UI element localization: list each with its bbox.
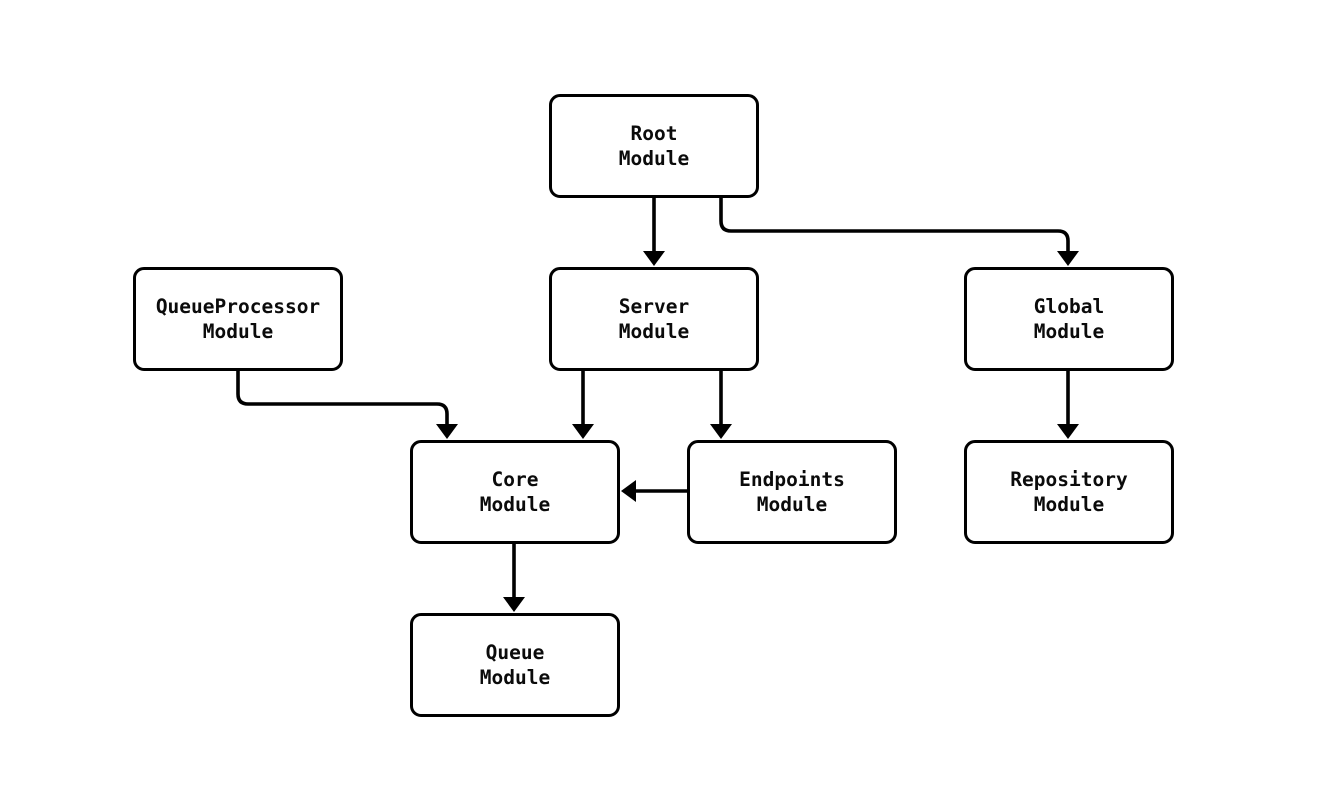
arrowhead-server-to-endpoints <box>710 424 732 439</box>
node-endpoints-module-line1: Endpoints <box>739 468 845 491</box>
node-queueprocessor-module-line2: Module <box>202 320 274 343</box>
node-core-module-line1: Core <box>491 468 539 491</box>
node-root-module-line1: Root <box>630 122 678 145</box>
node-queueprocessor-module[interactable]: QueueProcessor Module <box>133 267 343 371</box>
node-queue-module-line1: Queue <box>485 641 545 664</box>
node-endpoints-module[interactable]: Endpoints Module <box>687 440 897 544</box>
node-server-module[interactable]: Server Module <box>549 267 759 371</box>
node-root-module[interactable]: Root Module <box>549 94 759 198</box>
node-server-module-line1: Server <box>618 295 690 318</box>
arrowhead-global-to-repository <box>1057 424 1079 439</box>
arrowhead-queueprocessor-to-core <box>436 424 458 439</box>
arrowhead-endpoints-to-core <box>621 480 636 502</box>
edge-queueprocessor-to-core <box>236 371 449 431</box>
node-queue-module-line2: Module <box>479 666 551 689</box>
node-endpoints-module-line2: Module <box>756 493 828 516</box>
node-server-module-line2: Module <box>618 320 690 343</box>
node-repository-module-line1: Repository <box>1010 468 1128 491</box>
node-global-module-line2: Module <box>1033 320 1105 343</box>
node-core-module-line2: Module <box>479 493 551 516</box>
node-root-module-line2: Module <box>618 147 690 170</box>
node-repository-module-line2: Module <box>1033 493 1105 516</box>
node-repository-module[interactable]: Repository Module <box>964 440 1174 544</box>
arrowhead-server-to-core <box>572 424 594 439</box>
arrowhead-root-to-server <box>643 251 665 266</box>
node-queueprocessor-module-line1: QueueProcessor <box>155 295 321 318</box>
node-global-module-line1: Global <box>1033 295 1105 318</box>
arrowhead-root-to-global <box>1057 251 1079 266</box>
arrowhead-core-to-queue <box>503 597 525 612</box>
node-core-module[interactable]: Core Module <box>410 440 620 544</box>
node-queue-module[interactable]: Queue Module <box>410 613 620 717</box>
edge-root-to-global <box>719 198 1070 258</box>
node-global-module[interactable]: Global Module <box>964 267 1174 371</box>
